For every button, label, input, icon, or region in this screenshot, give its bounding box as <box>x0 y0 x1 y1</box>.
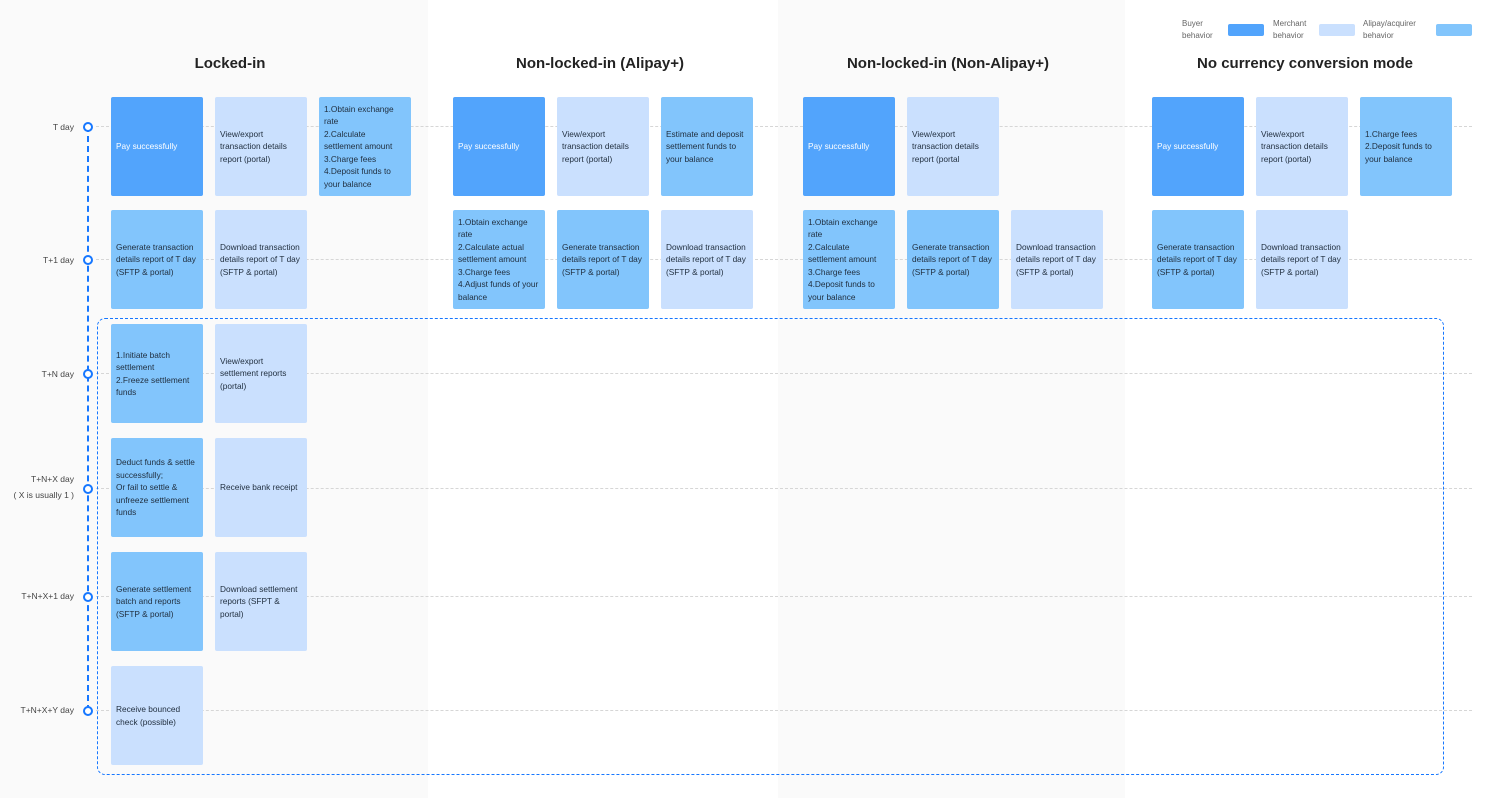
section-title-non-locked-non-alipay: Non-locked-in (Non-Alipay+) <box>846 55 1050 72</box>
card-locked-tnx1-generate: Generate settlement batch and reports (S… <box>111 552 203 651</box>
legend-buyer-swatch <box>1228 24 1264 36</box>
row-label-tnx1: T+N+X+1 day <box>21 591 74 601</box>
row-label-tnxy: T+N+X+Y day <box>20 705 74 715</box>
card-nonalipay-t1-exchange: 1.Obtain exchange rate 2.Calculate settl… <box>803 210 895 309</box>
card-noconv-t-pay: Pay successfully <box>1152 97 1244 196</box>
card-locked-t-pay: Pay successfully <box>111 97 203 196</box>
legend-merchant-swatch <box>1319 24 1355 36</box>
card-alipay-t-estimate: Estimate and deposit settlement funds to… <box>661 97 753 196</box>
card-locked-tnx1-download: Download settlement reports (SFPT & port… <box>215 552 307 651</box>
section-title-no-conversion: No currency conversion mode <box>1197 55 1413 72</box>
card-locked-t1-download: Download transaction details report of T… <box>215 210 307 309</box>
section-title-non-locked-alipay: Non-locked-in (Alipay+) <box>516 55 684 72</box>
card-noconv-t-view-report: View/export transaction details report (… <box>1256 97 1348 196</box>
section-title-locked-in: Locked-in <box>194 55 266 72</box>
timeline-dot-t <box>83 122 93 132</box>
card-nonalipay-t1-download: Download transaction details report of T… <box>1011 210 1103 309</box>
card-noconv-t-charge: 1.Charge fees 2.Deposit funds to your ba… <box>1360 97 1452 196</box>
row-label-t: T day <box>52 122 74 132</box>
row-line-tnx1 <box>96 596 1472 597</box>
row-line-t <box>96 126 1472 127</box>
row-label-tnx-note: ( X is usually 1 ) <box>13 490 74 500</box>
card-alipay-t-view-report: View/export transaction details report (… <box>557 97 649 196</box>
card-locked-tnx-deduct: Deduct funds & settle successfully; Or f… <box>111 438 203 537</box>
timeline-line <box>87 126 89 711</box>
legend-acquirer-swatch <box>1436 24 1472 36</box>
row-line-tnxy <box>96 710 1472 711</box>
timeline-dot-tnx1 <box>83 592 93 602</box>
card-alipay-t1-download: Download transaction details report of T… <box>661 210 753 309</box>
row-label-t1: T+1 day <box>43 255 74 265</box>
card-nonalipay-t1-generate: Generate transaction details report of T… <box>907 210 999 309</box>
legend-buyer-label: Buyer behavior <box>1182 19 1213 40</box>
card-alipay-t1-exchange: 1.Obtain exchange rate 2.Calculate actua… <box>453 210 545 309</box>
card-locked-tnx-receipt: Receive bank receipt <box>215 438 307 537</box>
legend-acquirer-label: Alipay/acquirer behavior <box>1363 19 1416 40</box>
card-locked-t-view-report: View/export transaction details report (… <box>215 97 307 196</box>
row-line-t1 <box>96 259 1472 260</box>
legend-merchant-label: Merchant behavior <box>1273 19 1307 40</box>
card-locked-tn-initiate: 1.Initiate batch settlement 2.Freeze set… <box>111 324 203 423</box>
settlement-group-box <box>97 318 1444 775</box>
card-nonalipay-t-pay: Pay successfully <box>803 97 895 196</box>
timeline-dot-t1 <box>83 255 93 265</box>
card-locked-tn-view-settlement: View/export settlement reports (portal) <box>215 324 307 423</box>
card-locked-t-exchange: 1.Obtain exchange rate 2.Calculate settl… <box>319 97 411 196</box>
row-label-tnx: T+N+X day <box>31 474 74 484</box>
timeline-dot-tn <box>83 369 93 379</box>
card-nonalipay-t-view-report: View/export transaction details report (… <box>907 97 999 196</box>
timeline-dot-tnxy <box>83 706 93 716</box>
timeline-dot-tnx <box>83 484 93 494</box>
card-noconv-t1-generate: Generate transaction details report of T… <box>1152 210 1244 309</box>
row-line-tnx <box>96 488 1472 489</box>
card-alipay-t1-generate: Generate transaction details report of T… <box>557 210 649 309</box>
row-label-tn: T+N day <box>41 369 74 379</box>
card-locked-tnxy-bounced: Receive bounced check (possible) <box>111 666 203 765</box>
card-noconv-t1-download: Download transaction details report of T… <box>1256 210 1348 309</box>
row-line-tn <box>96 373 1472 374</box>
card-alipay-t-pay: Pay successfully <box>453 97 545 196</box>
card-locked-t1-generate: Generate transaction details report of T… <box>111 210 203 309</box>
